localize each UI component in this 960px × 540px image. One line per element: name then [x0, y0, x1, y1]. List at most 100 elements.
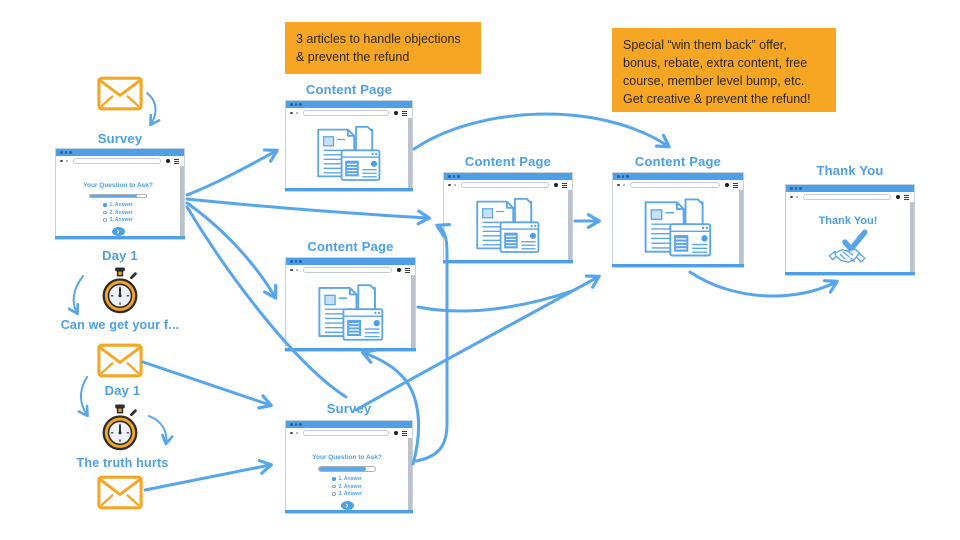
- content-page-3-window: [612, 172, 744, 268]
- forward-icon[interactable]: [453, 183, 456, 187]
- email-icon: [97, 343, 143, 378]
- arrow-survey-to-contentmid: [185, 197, 431, 226]
- answer-option[interactable]: 1. Answer: [332, 476, 362, 482]
- url-bar[interactable]: [803, 194, 891, 200]
- answer-option[interactable]: 2. Answer: [332, 484, 362, 490]
- timer-icon: [97, 403, 143, 453]
- menu-icon[interactable]: [402, 432, 407, 434]
- back-icon[interactable]: [448, 183, 451, 187]
- window-bottom-bar: [285, 510, 413, 513]
- answer-label: 2. Answer: [338, 483, 362, 490]
- arrow-email1-to-survey-label: [146, 92, 161, 127]
- menu-icon[interactable]: [402, 112, 407, 114]
- window-toolbar: [56, 156, 184, 166]
- window-toolbar: [286, 428, 412, 438]
- article-content: [287, 275, 410, 348]
- radio-icon[interactable]: [332, 492, 336, 496]
- callout-win-back: Special “win them back” offer, bonus, re…: [612, 28, 836, 112]
- window-toolbar: [444, 180, 572, 190]
- feedback-email-label: Can we get your f...: [60, 318, 180, 332]
- radio-icon[interactable]: [103, 210, 107, 215]
- forward-icon[interactable]: [65, 159, 68, 163]
- answer-list: 1. Answer 2. Answer 3. Answer: [103, 202, 133, 223]
- scrollbar[interactable]: [408, 438, 412, 510]
- menu-icon[interactable]: [733, 184, 738, 186]
- content-page-2-window: [285, 257, 416, 352]
- answer-list: 1. Answer 2. Answer 3. Answer: [332, 476, 362, 497]
- window-titlebar: [286, 258, 415, 265]
- forward-icon[interactable]: [295, 111, 298, 115]
- window-bottom-bar: [443, 260, 573, 263]
- menu-icon[interactable]: [562, 184, 567, 186]
- url-bar[interactable]: [303, 110, 389, 116]
- scrollbar[interactable]: [739, 190, 743, 264]
- window-titlebar: [444, 173, 572, 180]
- url-bar[interactable]: [630, 182, 720, 188]
- back-icon[interactable]: [60, 159, 63, 163]
- forward-icon[interactable]: [622, 183, 625, 187]
- radio-icon[interactable]: [103, 218, 107, 222]
- arrow-content1-to-content3: [412, 112, 671, 151]
- profile-icon: [393, 430, 398, 436]
- next-button[interactable]: ›: [111, 227, 125, 236]
- next-button[interactable]: ›: [340, 501, 354, 510]
- answer-option[interactable]: 3. Answer: [103, 217, 133, 223]
- radio-selected-icon[interactable]: [332, 477, 336, 481]
- answer-label: 1. Answer: [338, 476, 362, 482]
- url-bar[interactable]: [73, 158, 161, 164]
- menu-icon[interactable]: [904, 196, 909, 198]
- content-page-2-label: Content Page: [307, 239, 394, 254]
- radio-icon[interactable]: [332, 484, 336, 489]
- email-icon: [97, 475, 143, 510]
- forward-icon[interactable]: [295, 268, 298, 272]
- survey-question: Your Question to Ask?: [312, 454, 382, 461]
- scrollbar[interactable]: [180, 166, 184, 236]
- url-bar[interactable]: [303, 267, 392, 273]
- answer-option[interactable]: 3. Answer: [332, 491, 362, 497]
- arrow-survey-to-content2: [185, 201, 278, 300]
- url-bar[interactable]: [461, 182, 549, 188]
- handshake-check-icon: [825, 229, 871, 269]
- thank-you-message: Thank You!: [818, 215, 878, 227]
- scrollbar[interactable]: [408, 118, 412, 188]
- profile-icon: [895, 194, 900, 200]
- forward-icon[interactable]: [295, 431, 298, 435]
- radio-selected-icon[interactable]: [103, 203, 107, 207]
- content-page-3-label: Content Page: [634, 154, 722, 169]
- menu-icon[interactable]: [405, 269, 410, 271]
- back-icon[interactable]: [617, 183, 620, 187]
- url-bar[interactable]: [303, 430, 389, 436]
- forward-icon[interactable]: [795, 195, 798, 199]
- email-icon: [97, 76, 143, 111]
- window-bottom-bar: [55, 236, 185, 239]
- profile-icon: [165, 158, 170, 164]
- window-bottom-bar: [285, 348, 416, 351]
- back-icon[interactable]: [790, 195, 793, 199]
- arrow-timer1-to-feedback: [67, 275, 84, 316]
- menu-icon[interactable]: [174, 160, 179, 162]
- profile-icon: [396, 267, 401, 273]
- survey-window-bottom: Your Question to Ask? 1. Answer 2. Answe…: [285, 420, 413, 514]
- survey-window-top: Your Question to Ask? 1. Answer 2. Answe…: [55, 148, 185, 240]
- article-content: [445, 190, 567, 260]
- back-icon[interactable]: [290, 431, 293, 435]
- profile-icon: [553, 182, 558, 188]
- thank-you-label: Thank You: [816, 163, 884, 178]
- answer-option[interactable]: 2. Answer: [103, 210, 133, 216]
- window-titlebar: [613, 173, 743, 180]
- articles-stack-icon: [638, 194, 714, 260]
- scrollbar[interactable]: [568, 190, 572, 260]
- content-page-1-label: Content Page: [305, 82, 393, 97]
- thank-you-window: Thank You!: [785, 184, 915, 276]
- timer-icon: [97, 266, 143, 316]
- answer-option[interactable]: 1. Answer: [103, 202, 133, 208]
- articles-stack-icon: [312, 280, 386, 344]
- back-icon[interactable]: [290, 268, 293, 272]
- survey-question: Your Question to Ask?: [83, 182, 153, 189]
- window-titlebar: [286, 101, 412, 108]
- content-page-1-window: [285, 100, 413, 192]
- scrollbar[interactable]: [411, 275, 415, 348]
- answer-label: 1. Answer: [109, 202, 133, 208]
- scrollbar[interactable]: [910, 202, 914, 272]
- back-icon[interactable]: [290, 111, 293, 115]
